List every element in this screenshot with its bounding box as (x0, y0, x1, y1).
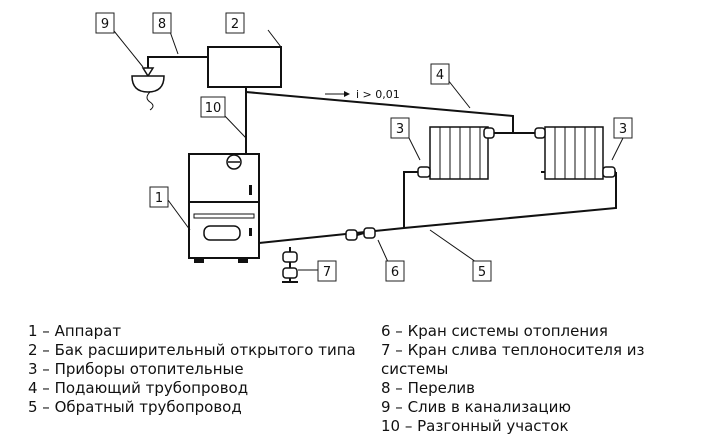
svg-text:8: 8 (158, 17, 166, 32)
radiator-left (417, 126, 495, 180)
callout-6: 6 (385, 260, 405, 282)
svg-text:3: 3 (619, 122, 627, 137)
svg-text:3: 3 (396, 122, 404, 137)
legend-item: 6 – Кран системы отопления (381, 322, 608, 340)
overflow-pipe (147, 56, 208, 68)
svg-text:9: 9 (101, 17, 109, 32)
legend-item: 10 – Разгонный участок (381, 417, 569, 435)
legend-item: 8 – Перелив (381, 379, 476, 397)
radiator-right (534, 126, 616, 180)
callout-5: 5 (472, 260, 492, 282)
callout-2: 2 (225, 12, 245, 34)
legend-item: 9 – Слив в канализацию (381, 398, 571, 416)
callout-4: 4 (430, 63, 450, 85)
legend-right: 6 – Кран системы отопления 7 – Кран слив… (381, 322, 711, 436)
svg-text:4: 4 (436, 68, 444, 83)
legend-item: 1 – Аппарат (28, 322, 122, 340)
supply-pipe (245, 91, 514, 133)
callout-8: 8 (152, 12, 172, 34)
svg-text:7: 7 (323, 265, 331, 280)
legend-item: 5 – Обратный трубопровод (28, 398, 242, 416)
callout-7: 7 (317, 260, 337, 282)
callout-9: 9 (95, 12, 115, 34)
svg-text:10: 10 (205, 101, 222, 116)
svg-text:1: 1 (155, 191, 163, 206)
callout-3-right: 3 (613, 117, 633, 139)
callout-10: 10 (200, 96, 226, 118)
legend-item: 7 – Кран слива теплоносителя из системы (381, 341, 645, 378)
legend-item: 3 – Приборы отопительные (28, 360, 244, 378)
drain-funnel-icon (131, 67, 165, 111)
legend-item: 4 – Подающий трубопровод (28, 379, 249, 397)
drain-valve (282, 247, 298, 283)
expansion-tank (207, 46, 282, 88)
legend-left: 1 – Аппарат 2 – Бак расширительный откры… (28, 322, 373, 417)
slope-label: i > 0,01 (356, 88, 400, 101)
boiler (188, 153, 260, 263)
callout-1: 1 (149, 186, 169, 208)
svg-text:6: 6 (391, 265, 399, 280)
callout-3-left: 3 (390, 117, 410, 139)
svg-text:2: 2 (231, 17, 239, 32)
heating-system-diagram: i > 0,01 (95, 12, 633, 283)
return-pipe (258, 172, 617, 244)
legend-item: 2 – Бак расширительный открытого типа (28, 341, 356, 359)
svg-text:5: 5 (478, 265, 486, 280)
heating-valve (345, 227, 376, 241)
